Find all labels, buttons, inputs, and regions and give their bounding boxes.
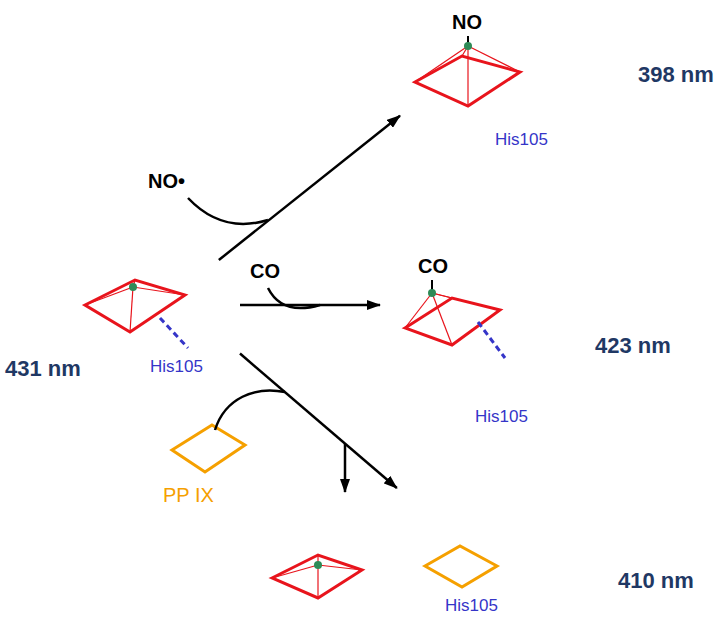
reaction-arrow <box>240 354 397 488</box>
heme-pyramid <box>405 293 500 345</box>
residue-name: His105 <box>445 594 498 618</box>
wavelength-label: 423 nm <box>595 333 671 359</box>
heme-species: CO His105 <box>380 240 534 440</box>
ligand-name: CO <box>418 254 448 278</box>
wavelength-label: 410 nm <box>618 568 694 594</box>
wavelength-label: 431 nm <box>5 356 81 382</box>
ppix-square <box>425 546 497 587</box>
reaction-arrow <box>219 116 400 260</box>
heme-pyramid <box>272 555 362 598</box>
reagent-curve <box>188 198 268 224</box>
iron-dot <box>314 561 322 569</box>
iron-dot <box>428 289 436 297</box>
heme-pyramid <box>415 46 520 106</box>
his-bond <box>160 318 188 348</box>
iron-dot <box>464 42 472 50</box>
protoporphyrin-label: PP IX <box>163 482 214 508</box>
heme-pyramid <box>85 280 185 332</box>
residue-name: His105 <box>495 128 548 152</box>
wavelength-label: 398 nm <box>638 62 714 88</box>
heme-species: His105 <box>80 260 240 385</box>
branch-arrow <box>344 444 347 492</box>
heme-species: NO His105 <box>400 6 554 156</box>
ppix-square <box>172 425 245 472</box>
iron-dot <box>129 283 137 291</box>
residue-name: His105 <box>150 355 203 379</box>
reaction-arrow <box>240 304 380 307</box>
his-bond <box>478 322 505 358</box>
residue-name: His105 <box>475 405 528 429</box>
reagent-curve <box>215 391 285 430</box>
reagent-name: NO• <box>148 168 185 194</box>
heme-species: His105 <box>395 488 515 620</box>
ligand-name: NO <box>452 10 482 34</box>
reagent-name: CO <box>250 258 280 284</box>
